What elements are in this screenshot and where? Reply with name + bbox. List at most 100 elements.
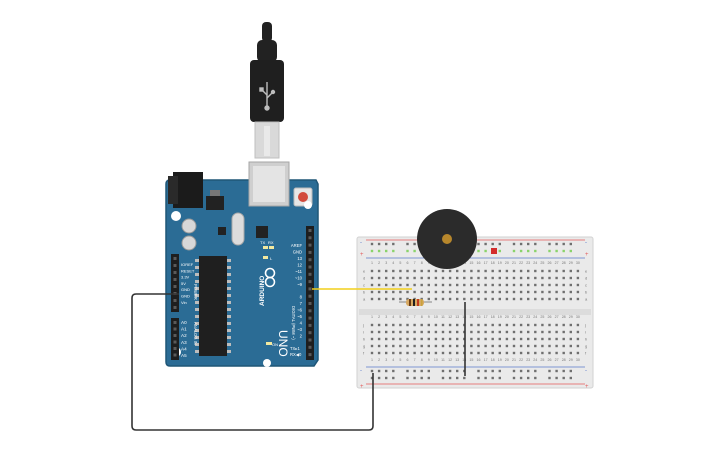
terminal-hole[interactable]: [470, 297, 473, 301]
rail-hole[interactable]: [569, 369, 572, 373]
terminal-hole[interactable]: [534, 276, 537, 280]
terminal-hole[interactable]: [456, 283, 459, 287]
terminal-hole[interactable]: [569, 351, 572, 355]
terminal-hole[interactable]: [420, 290, 423, 294]
terminal-hole[interactable]: [555, 283, 558, 287]
usb-cable[interactable]: [250, 22, 284, 159]
terminal-hole[interactable]: [448, 283, 452, 287]
header-hole[interactable]: [308, 243, 312, 247]
terminal-hole[interactable]: [385, 297, 388, 301]
terminal-hole[interactable]: [477, 290, 480, 294]
terminal-hole[interactable]: [470, 290, 473, 294]
terminal-hole[interactable]: [370, 290, 374, 294]
terminal-hole[interactable]: [456, 276, 459, 280]
terminal-hole[interactable]: [456, 351, 459, 355]
terminal-hole[interactable]: [370, 337, 374, 341]
terminal-hole[interactable]: [548, 276, 551, 280]
header-hole[interactable]: [308, 272, 312, 276]
rail-hole[interactable]: [491, 376, 494, 380]
terminal-hole[interactable]: [519, 297, 523, 301]
rail-hole[interactable]: [370, 249, 374, 253]
terminal-hole[interactable]: [569, 344, 572, 348]
terminal-hole[interactable]: [541, 283, 544, 287]
terminal-hole[interactable]: [434, 276, 438, 280]
terminal-hole[interactable]: [555, 323, 558, 327]
rail-hole[interactable]: [548, 376, 551, 380]
terminal-hole[interactable]: [512, 330, 516, 334]
terminal-hole[interactable]: [370, 269, 374, 273]
rail-hole[interactable]: [406, 249, 409, 253]
terminal-hole[interactable]: [527, 283, 530, 287]
terminal-hole[interactable]: [498, 269, 501, 273]
terminal-hole[interactable]: [392, 330, 395, 334]
terminal-hole[interactable]: [519, 283, 523, 287]
terminal-hole[interactable]: [576, 283, 580, 287]
terminal-hole[interactable]: [406, 330, 409, 334]
terminal-hole[interactable]: [377, 283, 381, 287]
terminal-hole[interactable]: [562, 297, 565, 301]
terminal-hole[interactable]: [498, 337, 501, 341]
terminal-hole[interactable]: [505, 297, 509, 301]
terminal-hole[interactable]: [441, 269, 445, 273]
header-hole[interactable]: [173, 285, 177, 288]
terminal-hole[interactable]: [555, 276, 558, 280]
rail-hole[interactable]: [413, 242, 416, 246]
terminal-hole[interactable]: [527, 269, 530, 273]
terminal-hole[interactable]: [498, 351, 501, 355]
rail-hole[interactable]: [527, 242, 530, 246]
rail-hole[interactable]: [498, 249, 501, 253]
rail-hole[interactable]: [491, 369, 494, 373]
rail-hole[interactable]: [512, 376, 516, 380]
terminal-hole[interactable]: [491, 330, 494, 334]
header-hole[interactable]: [308, 338, 312, 342]
terminal-hole[interactable]: [541, 330, 544, 334]
rail-hole[interactable]: [562, 376, 565, 380]
terminal-hole[interactable]: [527, 297, 530, 301]
header-hole[interactable]: [308, 265, 312, 269]
terminal-hole[interactable]: [562, 276, 565, 280]
terminal-hole[interactable]: [498, 344, 501, 348]
terminal-hole[interactable]: [420, 351, 423, 355]
terminal-hole[interactable]: [519, 269, 523, 273]
terminal-hole[interactable]: [470, 269, 473, 273]
rail-hole[interactable]: [427, 369, 430, 373]
terminal-hole[interactable]: [491, 290, 494, 294]
rail-hole[interactable]: [527, 376, 530, 380]
terminal-hole[interactable]: [441, 276, 445, 280]
header-hole[interactable]: [173, 334, 177, 337]
terminal-hole[interactable]: [484, 269, 487, 273]
terminal-hole[interactable]: [427, 351, 430, 355]
rail-hole[interactable]: [484, 242, 487, 246]
terminal-hole[interactable]: [555, 297, 558, 301]
rail-hole[interactable]: [555, 376, 558, 380]
terminal-hole[interactable]: [406, 344, 409, 348]
terminal-hole[interactable]: [576, 269, 580, 273]
black-wire-gnd[interactable]: [131, 293, 374, 431]
terminal-hole[interactable]: [470, 330, 473, 334]
terminal-hole[interactable]: [555, 330, 558, 334]
terminal-hole[interactable]: [399, 330, 402, 334]
terminal-hole[interactable]: [441, 330, 445, 334]
rail-hole[interactable]: [569, 242, 572, 246]
header-hole[interactable]: [173, 353, 177, 357]
rail-hole[interactable]: [385, 369, 388, 373]
terminal-hole[interactable]: [477, 344, 480, 348]
terminal-hole[interactable]: [456, 290, 459, 294]
terminal-hole[interactable]: [527, 290, 530, 294]
terminal-hole[interactable]: [484, 330, 487, 334]
terminal-hole[interactable]: [562, 269, 565, 273]
terminal-hole[interactable]: [413, 344, 416, 348]
terminal-hole[interactable]: [392, 323, 395, 327]
arduino-uno[interactable]: TX RX L ON ARDUINO UNO DIGITAL (PWM ~) A…: [165, 161, 319, 367]
rail-hole[interactable]: [519, 242, 523, 246]
digital-header[interactable]: [306, 226, 314, 360]
terminal-hole[interactable]: [377, 297, 381, 301]
terminal-hole[interactable]: [534, 351, 537, 355]
terminal-hole[interactable]: [434, 323, 438, 327]
terminal-hole[interactable]: [484, 337, 487, 341]
terminal-hole[interactable]: [463, 297, 466, 301]
terminal-hole[interactable]: [420, 269, 423, 273]
rail-hole[interactable]: [534, 242, 537, 246]
terminal-hole[interactable]: [548, 344, 551, 348]
terminal-hole[interactable]: [470, 323, 473, 327]
